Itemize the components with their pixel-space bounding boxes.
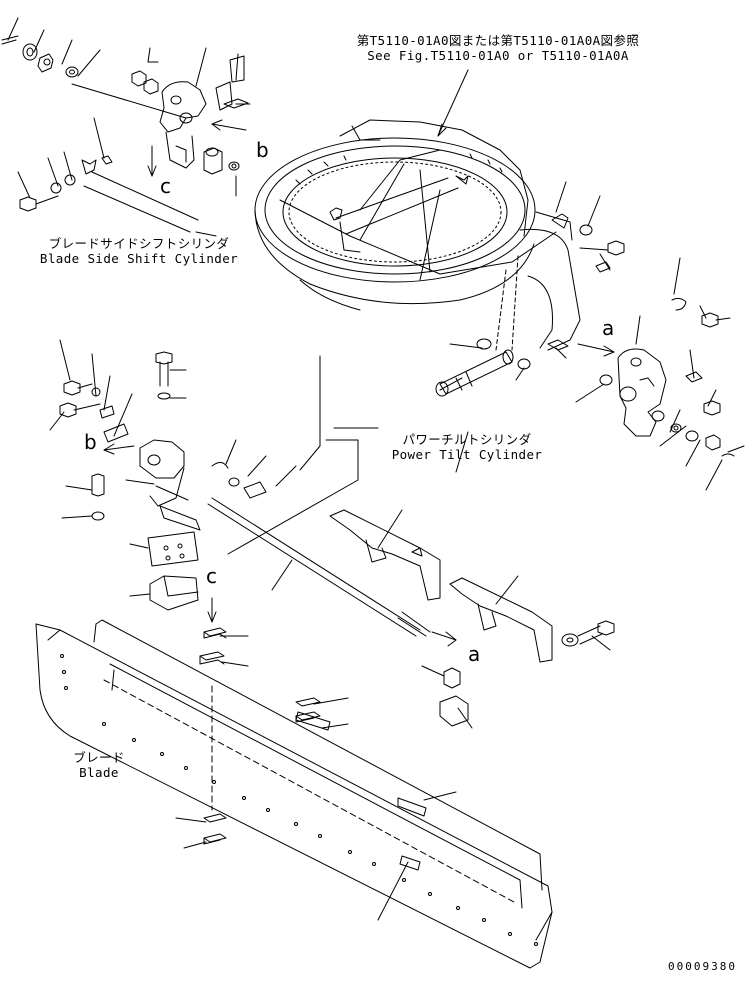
callout-c-top: c [160, 174, 171, 198]
reference-note-ja: 第T5110-01A0図または第T5110-01A0A図参照 [356, 33, 640, 48]
power-tilt-cylinder-label-ja: パワーチルトシリンダ [402, 432, 532, 447]
callout-b-left: b [84, 430, 97, 454]
power-tilt-cylinder-shape [435, 338, 531, 397]
callout-a-lower: a [468, 642, 481, 666]
blade-label-en: Blade [79, 765, 119, 780]
right-tilt-hardware [547, 213, 735, 457]
power-tilt-cylinder-label: パワーチルトシリンダ Power Tilt Cylinder [382, 432, 552, 462]
callout-b-top: b [256, 138, 269, 162]
wear-plate-shims [199, 627, 321, 845]
drawing-number: 00009380 [668, 960, 737, 973]
circle-frame [254, 119, 581, 351]
leader-lines [7, 17, 745, 921]
power-tilt-cylinder-label-en: Power Tilt Cylinder [391, 447, 543, 462]
blade-shape [35, 597, 553, 969]
label-leaders [195, 69, 469, 555]
blade-label: ブレード Blade [64, 750, 134, 780]
callout-c-blade: c [206, 564, 217, 588]
blade-label-ja: ブレード [73, 750, 125, 765]
side-shift-cylinder-label-en: Blade Side Shift Cylinder [39, 251, 239, 266]
side-shift-bracket-hardware [1, 35, 249, 212]
blade-bolt-holes [60, 654, 538, 946]
blade-covers [329, 509, 615, 727]
blade-side-shift-mount [59, 351, 457, 647]
reference-note: 第T5110-01A0図または第T5110-01A0A図参照 See Fig.T… [348, 33, 648, 63]
side-shift-cylinder-label: ブレードサイドシフトシリンダ Blade Side Shift Cylinder [26, 236, 252, 266]
side-shift-cylinder-label-ja: ブレードサイドシフトシリンダ [48, 236, 230, 251]
callout-a-right: a [602, 316, 615, 340]
reference-note-en: See Fig.T5110-01A0 or T5110-01A0A [367, 48, 629, 63]
